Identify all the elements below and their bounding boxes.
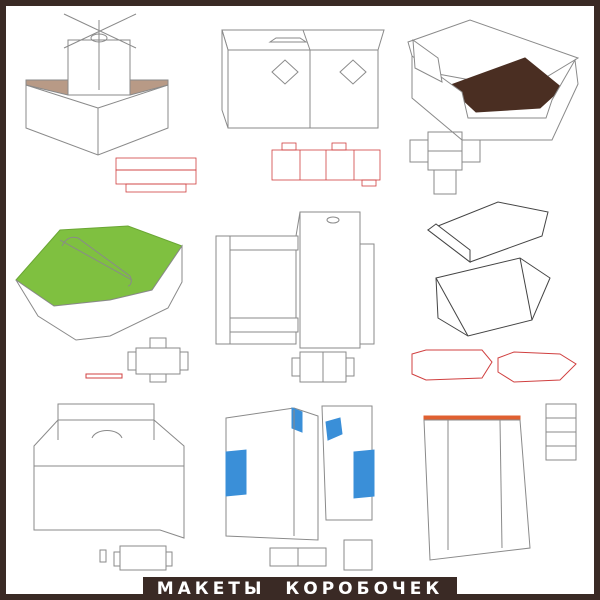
bag-dieline	[545, 403, 577, 461]
lid-box-icon	[426, 201, 551, 337]
tray-dieline	[409, 131, 481, 195]
basket-dieline	[85, 337, 189, 383]
display-dieline	[269, 539, 373, 571]
display-box-icon	[225, 405, 375, 541]
carrier-box-icon	[25, 13, 169, 156]
case-box-icon	[33, 403, 185, 539]
lid-dieline	[411, 349, 577, 383]
handle-box-icon	[221, 29, 385, 129]
folder-dieline	[291, 351, 355, 383]
folder-box-icon	[215, 211, 375, 349]
case-dieline	[99, 545, 173, 571]
handle-dieline	[271, 142, 381, 187]
carrier-dieline	[115, 157, 197, 193]
tray-box-icon	[407, 19, 580, 141]
banner-title: МАКЕТЫ КОРОБОЧЕК	[156, 578, 444, 599]
paper-bag-icon	[423, 415, 531, 561]
title-banner: МАКЕТЫ КОРОБОЧЕК	[143, 577, 457, 600]
basket-box-icon	[15, 225, 183, 341]
